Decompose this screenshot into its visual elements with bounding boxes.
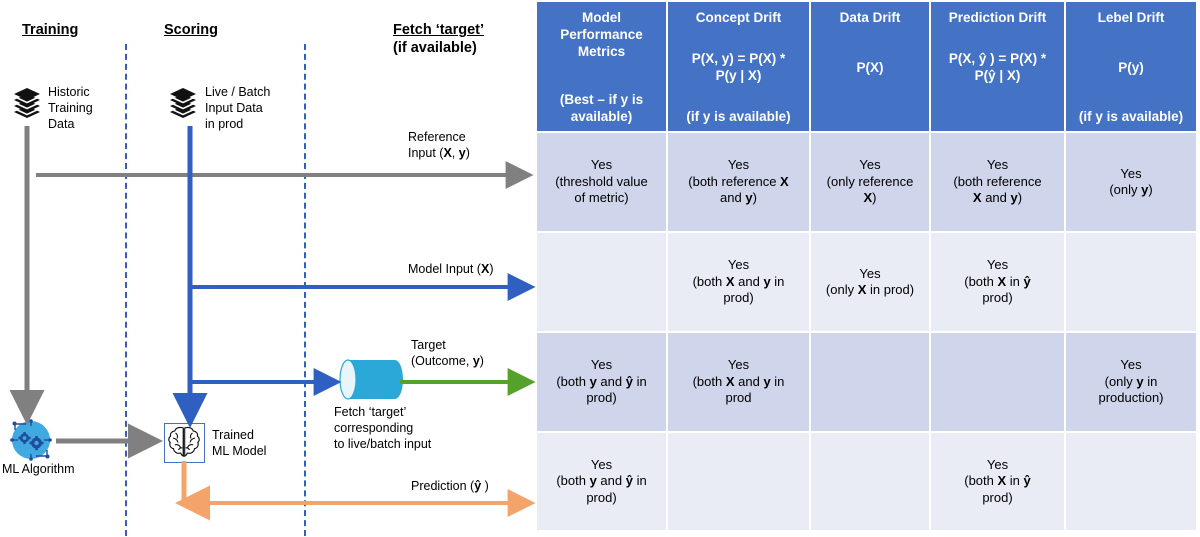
table-cell: Yes (both X in ŷ prod) xyxy=(931,433,1066,532)
fetch-target-store-caption: Fetch ‘target’ corresponding to live/bat… xyxy=(334,405,432,451)
table-cell: Yes (both reference X and y) xyxy=(668,133,811,233)
table-header-row: Model Performance Metrics (Best – if y i… xyxy=(537,2,1196,133)
table-cell xyxy=(537,233,668,333)
section-subtitle-fetch-target: (if available) xyxy=(393,40,477,56)
table-cell xyxy=(931,333,1066,433)
table-cell: Yes (both X and y in prod) xyxy=(668,233,811,333)
column-header-data-drift: Data Drift P(X) xyxy=(811,2,931,133)
table-cell xyxy=(811,433,931,532)
table-cell: Yes (both reference X and y) xyxy=(931,133,1066,233)
flow-label-model-input: Model Input (X) xyxy=(408,262,494,276)
historic-training-data-icon xyxy=(13,87,41,127)
flow-label-prediction: Prediction (ŷ ) xyxy=(411,479,489,493)
section-title-scoring: Scoring xyxy=(164,22,218,38)
table-cell xyxy=(1066,433,1196,532)
table-cell xyxy=(811,333,931,433)
table-cell: Yes (both y and ŷ in prod) xyxy=(537,333,668,433)
table-row: Yes (both y and ŷ in prod) Yes (both X i… xyxy=(537,433,1196,532)
column-header-prediction-drift: Prediction Drift P(X, ŷ ) = P(X) * P(ŷ |… xyxy=(931,2,1066,133)
ml-algorithm-label: ML Algorithm xyxy=(2,462,75,476)
table-cell xyxy=(668,433,811,532)
section-title-training: Training xyxy=(22,22,79,38)
historic-training-data-label: Historic Training Data xyxy=(48,85,93,131)
table-cell: Yes (only y) xyxy=(1066,133,1196,233)
table-cell: Yes (threshold value of metric) xyxy=(537,133,668,233)
table-cell: Yes (only reference X) xyxy=(811,133,931,233)
drift-detection-table: Model Performance Metrics (Best – if y i… xyxy=(537,2,1196,535)
table-cell xyxy=(1066,233,1196,333)
column-header-model-performance-metrics: Model Performance Metrics (Best – if y i… xyxy=(537,2,668,133)
trained-ml-model-icon xyxy=(164,423,205,463)
live-batch-input-data-label: Live / Batch Input Data in prod xyxy=(205,85,271,131)
divider-training-scoring xyxy=(125,44,127,536)
table-row: Yes (both y and ŷ in prod) Yes (both X a… xyxy=(537,333,1196,433)
flow-label-reference-input: Reference Input (X, y) xyxy=(408,130,470,160)
table-row: Yes (threshold value of metric) Yes (bot… xyxy=(537,133,1196,233)
flow-label-target: Target (Outcome, y) xyxy=(411,338,484,368)
table-cell: Yes (only X in prod) xyxy=(811,233,931,333)
table-cell: Yes (both X and y in prod xyxy=(668,333,811,433)
trained-ml-model-label: Trained ML Model xyxy=(212,428,267,458)
table-cell: Yes (only y in production) xyxy=(1066,333,1196,433)
table-cell: Yes (both X in ŷ prod) xyxy=(931,233,1066,333)
column-header-lebel-drift: Lebel Drift P(y) (if y is available) xyxy=(1066,2,1196,133)
divider-scoring-fetch xyxy=(304,44,306,536)
live-batch-input-data-icon xyxy=(169,87,197,127)
ml-algorithm-icon xyxy=(8,418,54,464)
fetch-target-store-icon xyxy=(337,357,403,402)
table-cell: Yes (both y and ŷ in prod) xyxy=(537,433,668,532)
section-title-fetch-target: Fetch ‘target’ xyxy=(393,22,485,38)
table-row: Yes (both X and y in prod) Yes (only X i… xyxy=(537,233,1196,333)
column-header-concept-drift: Concept Drift P(X, y) = P(X) * P(y | X) … xyxy=(668,2,811,133)
